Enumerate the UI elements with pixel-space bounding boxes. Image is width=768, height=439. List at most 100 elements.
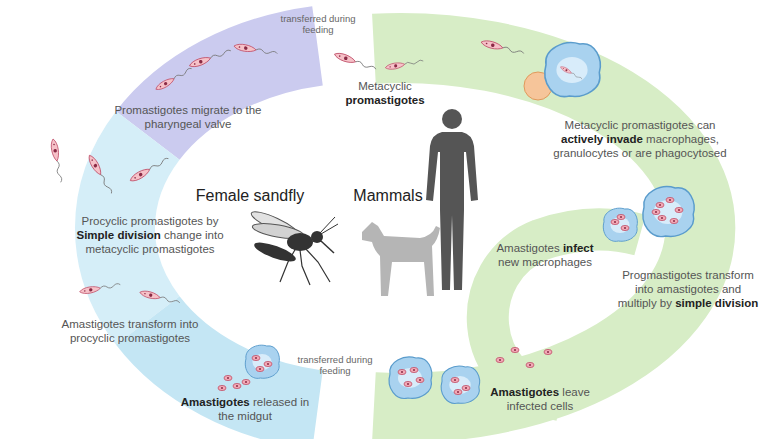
- dog-silhouette: [362, 222, 440, 296]
- text-run: procyclic: [70, 332, 115, 344]
- text-run: [249, 187, 253, 204]
- text-run: leave: [562, 386, 590, 398]
- amastigote: [496, 357, 504, 362]
- promastigote: [154, 66, 193, 92]
- text-run: infected: [507, 400, 547, 412]
- text-run: division: [117, 229, 160, 241]
- text-run: during: [329, 13, 355, 24]
- amastigote: [544, 349, 552, 354]
- text-run: Mammals: [353, 187, 422, 204]
- promastigote: [480, 39, 524, 57]
- text-run: new: [498, 256, 519, 268]
- text-run: division: [715, 297, 758, 309]
- host-title-text: Mammals: [338, 186, 438, 205]
- amastigote: [416, 377, 424, 382]
- text-run: [326, 13, 329, 24]
- text-run: pharyngeal: [145, 118, 202, 130]
- text-run: migrate: [191, 104, 229, 116]
- text-run: [694, 119, 697, 131]
- text-run: promastigotes: [131, 215, 203, 227]
- text-run: Amastigotes: [62, 318, 125, 330]
- text-run: transferred: [281, 13, 327, 24]
- amastigote: [656, 202, 664, 207]
- text-run: promastigotes: [345, 94, 424, 106]
- promastigote: [79, 282, 121, 295]
- text-run: [201, 118, 204, 130]
- transfer-note: transferred during feeding: [292, 354, 378, 377]
- text-run: [657, 297, 660, 309]
- text-run: Promastigotes: [114, 104, 188, 116]
- text-run: Progmastigotes: [622, 269, 702, 281]
- text-run: transform: [705, 269, 754, 281]
- text-run: the: [218, 410, 234, 422]
- text-run: promastigotes: [118, 332, 190, 344]
- text-run: in: [300, 396, 309, 408]
- text-run: [559, 386, 562, 398]
- text-run: [161, 229, 164, 241]
- stage-note: Metacyclic promastigotes: [325, 80, 445, 108]
- text-run: [712, 297, 715, 309]
- text-run: and: [722, 283, 741, 295]
- text-run: phagocytosed: [655, 147, 727, 159]
- stage-note-text: Procyclic promastigotes by Simple divisi…: [75, 215, 225, 256]
- text-run: feeding: [319, 365, 350, 376]
- amastigote: [233, 383, 241, 388]
- amastigote: [398, 369, 406, 374]
- text-run: [547, 400, 550, 412]
- amastigote: [252, 355, 260, 360]
- text-run: [115, 332, 118, 344]
- text-run: into: [180, 318, 199, 330]
- amastigote: [218, 385, 226, 390]
- amastigote: [242, 379, 250, 384]
- human-head: [442, 109, 462, 129]
- text-run: [653, 283, 656, 295]
- stage-note: Metacyclic promastigotes can actively in…: [550, 119, 730, 160]
- fly-antenna: [321, 224, 338, 234]
- host-title: Mammals: [338, 186, 438, 205]
- text-run: are: [635, 147, 652, 159]
- text-run: [560, 242, 563, 254]
- text-run: amastigotes: [657, 283, 719, 295]
- stage-note-text: Amastigotes transform into procyclic pro…: [50, 318, 210, 346]
- text-run: [234, 410, 237, 422]
- stage-note: Amastigotes transform into procyclic pro…: [50, 318, 210, 346]
- host-title-text: Female sandfly: [180, 186, 320, 205]
- text-run: actively: [561, 133, 603, 145]
- stage-note: Amastigotes infect new macrophages: [490, 242, 600, 270]
- text-run: simple: [675, 297, 711, 309]
- amastigote: [658, 215, 666, 220]
- text-run: released: [253, 396, 297, 408]
- amastigote: [462, 385, 470, 390]
- text-run: Metacyclic: [565, 119, 619, 131]
- macrophage: [245, 345, 279, 378]
- text-run: by: [660, 297, 672, 309]
- text-run: [128, 215, 131, 227]
- macrophage: [441, 366, 479, 403]
- promastigote: [333, 51, 377, 72]
- amastigote: [621, 225, 629, 230]
- text-run: change: [164, 229, 202, 241]
- fly-leg: [300, 250, 310, 285]
- amastigote: [611, 219, 619, 224]
- text-run: during: [346, 354, 372, 365]
- text-run: midgut: [237, 410, 272, 422]
- amastigote: [511, 347, 519, 352]
- text-run: [643, 133, 646, 145]
- macrophage: [545, 43, 600, 97]
- promastigote: [385, 58, 424, 70]
- text-run: [139, 243, 142, 255]
- text-run: [188, 104, 191, 116]
- text-run: by: [206, 215, 218, 227]
- text-run: Metacyclic: [358, 80, 412, 92]
- text-run: [297, 396, 300, 408]
- stage-note: Procyclic promastigotes by Simple divisi…: [75, 215, 225, 256]
- text-run: feeding: [302, 24, 333, 35]
- text-run: [603, 133, 606, 145]
- text-run: [632, 147, 635, 159]
- human-body: [426, 132, 478, 290]
- stage-note-text: Promastigotes migrate to the pharyngeal …: [113, 104, 263, 132]
- text-run: metacyclic: [85, 243, 139, 255]
- stage-note-text: Progmastigotes transform into amastigote…: [616, 269, 761, 310]
- host-title: Female sandfly: [180, 186, 320, 205]
